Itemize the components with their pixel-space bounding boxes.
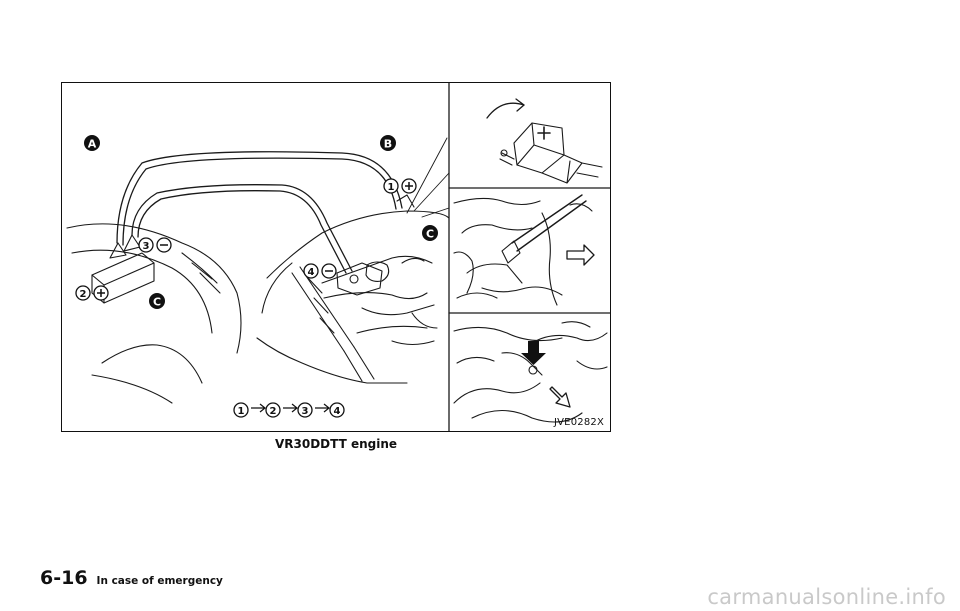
step-3-negative-label: 3 [138, 237, 172, 253]
callout-b: B [380, 135, 396, 151]
engine-bay-drawing [66, 83, 610, 431]
leader-lines [406, 137, 450, 218]
jumper-cables [116, 151, 403, 274]
svg-text:3: 3 [302, 406, 309, 417]
svg-text:B: B [384, 138, 392, 151]
ground-point-inset [453, 321, 608, 423]
watermark: carmanualsonline.info [707, 585, 946, 609]
svg-text:C: C [153, 296, 161, 309]
vehicle-bodies [66, 210, 450, 404]
connection-sequence: 1 2 3 4 [233, 402, 345, 418]
figure-code: JVE0282X [553, 417, 604, 428]
svg-text:1: 1 [238, 406, 245, 417]
callout-layer: A B C C 1 2 3 [75, 135, 438, 418]
svg-text:4: 4 [308, 267, 315, 278]
clamp-detail-inset [453, 194, 595, 306]
svg-text:3: 3 [143, 241, 150, 252]
step-4-negative-label: 4 [303, 263, 337, 279]
page-number: 6-16 [40, 567, 88, 589]
svg-text:A: A [88, 138, 97, 151]
callout-a: A [84, 135, 100, 151]
svg-text:1: 1 [388, 182, 395, 193]
section-title: In case of emergency [96, 575, 223, 587]
terminal-cover-inset [486, 98, 603, 184]
step-1-positive-label: 1 [383, 178, 417, 194]
svg-text:2: 2 [80, 289, 87, 300]
svg-text:4: 4 [334, 406, 341, 417]
svg-text:2: 2 [270, 406, 277, 417]
jump-start-illustration: A B C C 1 2 3 [61, 82, 611, 432]
svg-text:C: C [426, 228, 434, 241]
page-footer: 6-16 In case of emergency [40, 567, 223, 589]
callout-c-booster: C [149, 293, 165, 309]
figure-caption: VR30DDTT engine [274, 437, 398, 451]
callout-c-vehicle: C [422, 225, 438, 241]
step-2-positive-label: 2 [75, 285, 109, 301]
